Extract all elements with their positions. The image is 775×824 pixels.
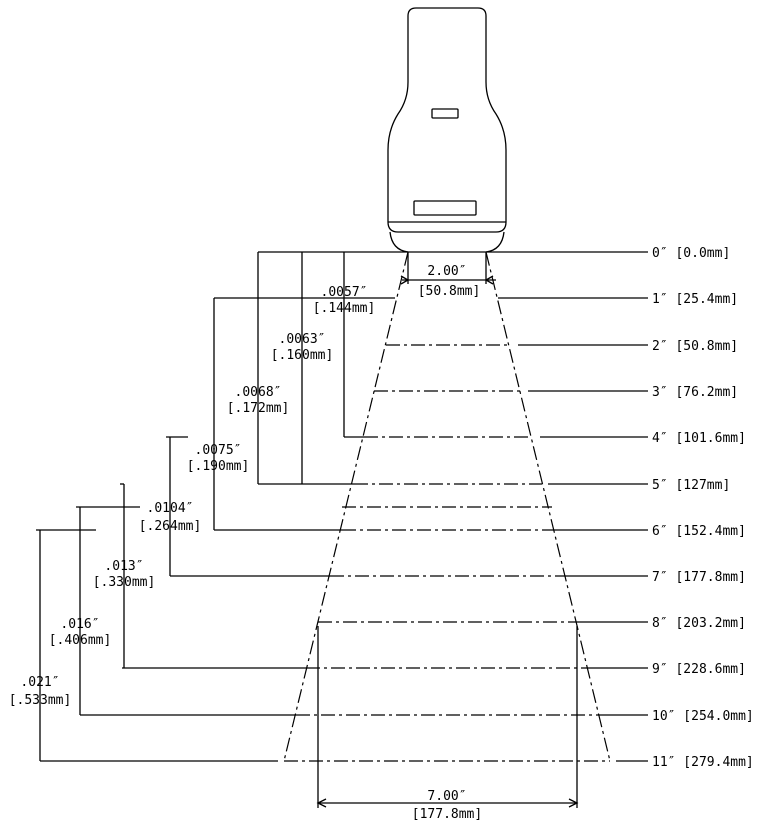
window-width-mm-label: [50.8mm] bbox=[418, 284, 481, 299]
resolution-inch-label: .013″ bbox=[104, 559, 143, 574]
window-width-inch-label: 2.00″ bbox=[427, 264, 466, 279]
resolution-dimensions bbox=[36, 252, 345, 761]
resolution-inch-label: .0068″ bbox=[235, 385, 282, 400]
resolution-mm-label: [.190mm] bbox=[187, 459, 250, 474]
scan-field bbox=[283, 251, 611, 762]
resolution-inch-label: .0075″ bbox=[195, 443, 242, 458]
resolution-inch-label: .016″ bbox=[60, 617, 99, 632]
field-width-dimension bbox=[316, 626, 579, 808]
range-label: 3″ [76.2mm] bbox=[652, 385, 738, 400]
range-label: 4″ [101.6mm] bbox=[652, 431, 746, 446]
range-label: 6″ [152.4mm] bbox=[652, 524, 746, 539]
resolution-mm-label: [.264mm] bbox=[139, 519, 202, 534]
range-label: 2″ [50.8mm] bbox=[652, 339, 738, 354]
window-width-dimension bbox=[400, 252, 496, 285]
resolution-labels: .0057″ [.144mm] .0063″ [.160mm] .0068″ [… bbox=[9, 285, 376, 708]
resolution-mm-label: [.533mm] bbox=[9, 693, 72, 708]
field-width-inch-label: 7.00″ bbox=[427, 789, 466, 804]
range-label: 11″ [279.4mm] bbox=[652, 755, 754, 770]
range-label: 5″ [127mm] bbox=[652, 478, 730, 493]
scanner-window-icon bbox=[413, 200, 477, 216]
range-label: 10″ [254.0mm] bbox=[652, 709, 754, 724]
scanner-button-icon bbox=[431, 108, 459, 119]
resolution-inch-label: .0057″ bbox=[321, 285, 368, 300]
resolution-mm-label: [.160mm] bbox=[271, 348, 334, 363]
range-lines bbox=[40, 251, 648, 762]
resolution-mm-label: [.406mm] bbox=[49, 633, 112, 648]
resolution-mm-label: [.172mm] bbox=[227, 401, 290, 416]
range-label: 0″ [0.0mm] bbox=[652, 246, 730, 261]
range-labels: 0″ [0.0mm] 1″ [25.4mm] 2″ [50.8mm] 3″ [7… bbox=[652, 246, 754, 770]
resolution-inch-label: .021″ bbox=[20, 675, 59, 690]
resolution-mm-label: [.330mm] bbox=[93, 575, 156, 590]
resolution-mm-label: [.144mm] bbox=[313, 301, 376, 316]
range-label: 9″ [228.6mm] bbox=[652, 662, 746, 677]
resolution-inch-label: .0104″ bbox=[147, 501, 194, 516]
field-width-mm-label: [177.8mm] bbox=[412, 807, 482, 822]
range-label: 7″ [177.8mm] bbox=[652, 570, 746, 585]
resolution-inch-label: .0063″ bbox=[279, 332, 326, 347]
range-label: 8″ [203.2mm] bbox=[652, 616, 746, 631]
scanner-device bbox=[387, 7, 507, 253]
range-label: 1″ [25.4mm] bbox=[652, 292, 738, 307]
